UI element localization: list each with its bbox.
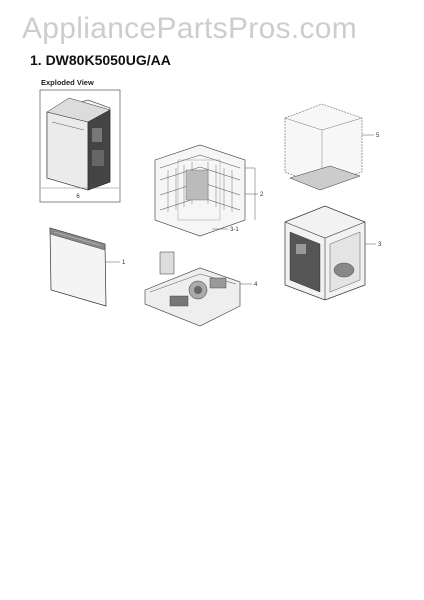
part-2-rack-assembly: 2 3-1 xyxy=(154,144,264,237)
part-4-base-assembly: 4 xyxy=(144,251,258,327)
callout-3: 3 xyxy=(378,242,382,248)
callout-4: 4 xyxy=(254,282,258,288)
watermark: AppliancePartsPros.com xyxy=(22,12,358,45)
part-6-complete-dishwasher: 6 xyxy=(39,89,121,203)
callout-5: 5 xyxy=(376,133,380,139)
part-5-top-cover: 5 xyxy=(284,103,380,191)
page-title: 1. DW80K5050UG/AA xyxy=(30,52,171,68)
part-1-door-panel: 1 xyxy=(49,227,126,307)
callout-1: 1 xyxy=(122,260,126,266)
part-6-frame xyxy=(39,89,121,203)
callout-2: 2 xyxy=(260,192,264,198)
callout-6: 6 xyxy=(76,194,80,200)
callout-3-1: 3-1 xyxy=(230,227,239,233)
section-heading: Exploded View xyxy=(41,78,94,87)
part-3-tub-cabinet: 3 xyxy=(284,205,382,301)
